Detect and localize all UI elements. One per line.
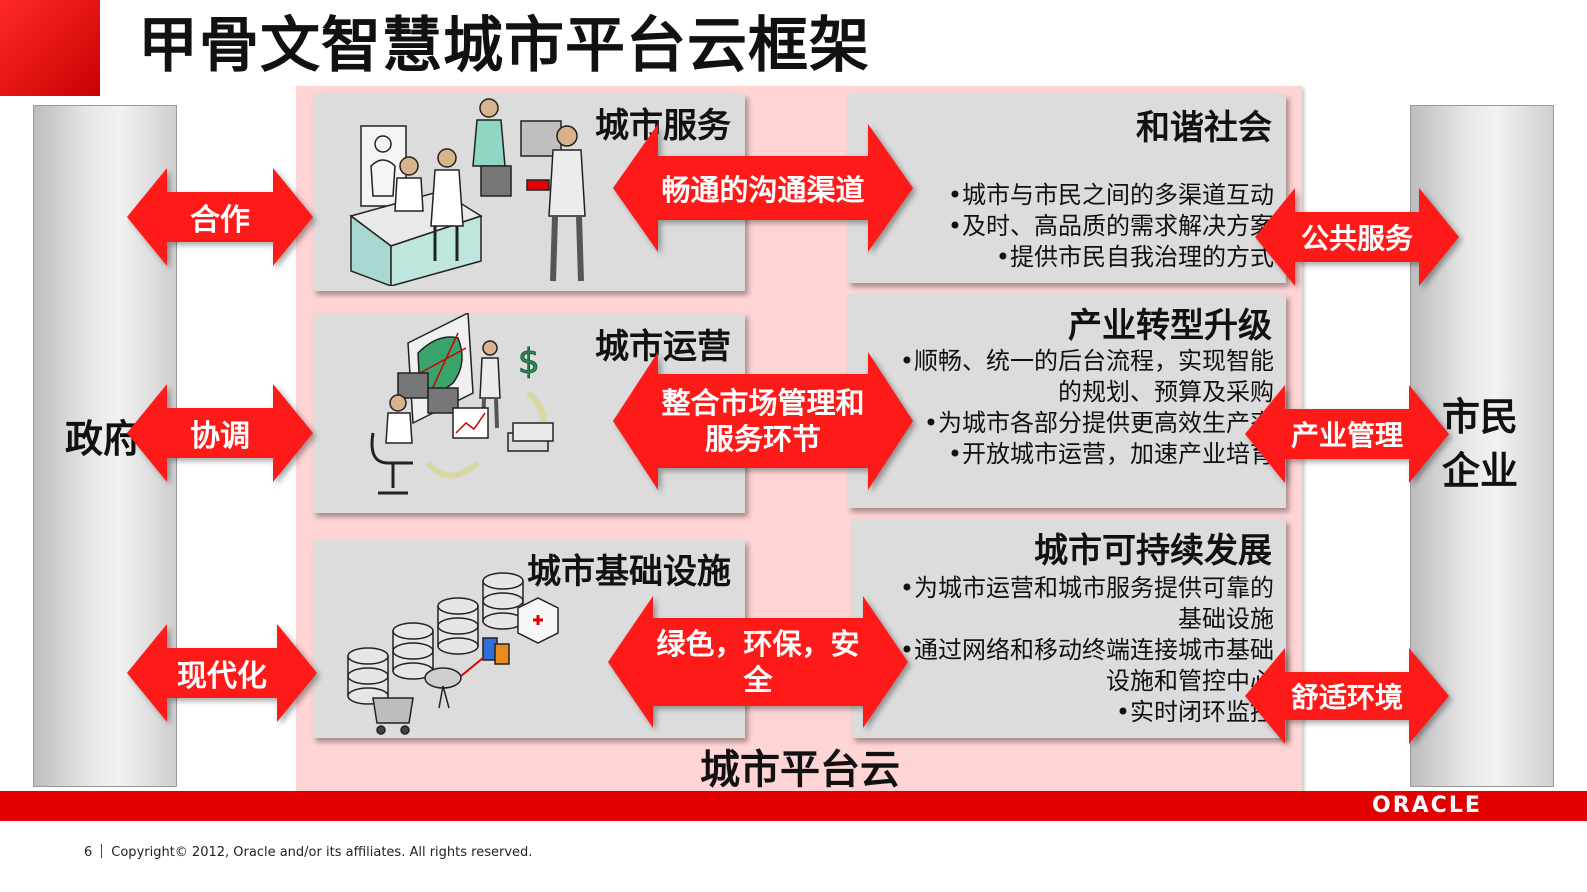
cooperation-label: 合作 bbox=[190, 203, 250, 238]
harmonious-society-panel: 和谐社会 •城市与市民之间的多渠道互动 •及时、高品质的需求解决方案 •提供市民… bbox=[848, 94, 1286, 283]
sustainable-development-title: 城市可持续发展 bbox=[1034, 531, 1272, 571]
bullet-line: •开放城市运营，加速产业培育 bbox=[947, 440, 1274, 468]
city-infrastructure-title: 城市基础设施 bbox=[527, 552, 731, 592]
city-operations-title: 城市运营 bbox=[595, 327, 731, 367]
double-arrow-icon bbox=[1255, 188, 1459, 286]
footer-red-band bbox=[0, 791, 1587, 821]
slide-footer: 6 Copyright© 2012, Oracle and/or its affi… bbox=[84, 844, 532, 860]
bullet-line: 设施和管控中心 bbox=[1106, 667, 1274, 695]
left-arrow-cooperation: 合作 bbox=[127, 168, 313, 266]
center-arrow-communication: 畅通的沟通渠道 bbox=[613, 124, 913, 252]
bullet-line: •实时闭环监控 bbox=[1115, 698, 1274, 726]
double-arrow-icon bbox=[1245, 385, 1449, 483]
footer-divider bbox=[101, 844, 103, 858]
green-safety-label: 绿色，环保，安全 bbox=[656, 627, 860, 697]
page-number: 6 bbox=[84, 845, 93, 860]
left-arrow-coordination: 协调 bbox=[127, 384, 313, 482]
city-service-title: 城市服务 bbox=[595, 106, 731, 146]
coordination-label: 协调 bbox=[190, 419, 250, 454]
government-label-line: 政府 bbox=[64, 417, 141, 461]
citizen-enterprise-label: 市民 企业 bbox=[1430, 390, 1530, 498]
harmonious-society-bullets: •城市与市民之间的多渠道互动 •及时、高品质的需求解决方案 •提供市民自我治理的… bbox=[948, 180, 1274, 273]
citizen-label-line: 市民 bbox=[1441, 395, 1518, 439]
bullet-line: •为城市各部分提供更高效生产率 bbox=[923, 409, 1274, 437]
bullet-line: 的规划、预算及采购 bbox=[1058, 378, 1274, 406]
industry-upgrade-bullets: •顺畅、统一的后台流程，实现智能 的规划、预算及采购 •为城市各部分提供更高效生… bbox=[900, 346, 1274, 470]
communication-channel-label: 畅通的沟通渠道 bbox=[661, 173, 865, 207]
city-operations-illustration-icon: $ bbox=[370, 313, 554, 495]
sustainable-development-bullets: •为城市运营和城市服务提供可靠的 基础设施 •通过网络和移动终端连接城市基础 设… bbox=[900, 573, 1274, 728]
center-arrow-integration: 整合市场管理和服务环节 bbox=[613, 352, 913, 490]
bullet-line: •城市与市民之间的多渠道互动 bbox=[947, 181, 1274, 209]
center-arrow-green: 绿色，环保，安全 bbox=[608, 596, 908, 728]
integration-label: 整合市场管理和服务环节 bbox=[661, 386, 865, 456]
comfortable-environment-label: 舒适环境 bbox=[1290, 681, 1403, 714]
svg-text:$: $ bbox=[518, 342, 540, 382]
double-arrow-icon bbox=[613, 124, 913, 252]
harmonious-society-title: 和谐社会 bbox=[1136, 108, 1272, 148]
bullet-line: •通过网络和移动终端连接城市基础 bbox=[899, 636, 1274, 664]
double-arrow-icon bbox=[127, 384, 313, 482]
copyright-text: Copyright© 2012, Oracle and/or its affil… bbox=[111, 845, 533, 860]
industry-upgrade-title: 产业转型升级 bbox=[1068, 306, 1272, 346]
bullet-line: •及时、高品质的需求解决方案 bbox=[947, 212, 1274, 240]
platform-cloud-label: 城市平台云 bbox=[700, 747, 900, 793]
government-label: 政府 bbox=[58, 412, 148, 466]
sustainable-development-panel: 城市可持续发展 •为城市运营和城市服务提供可靠的 基础设施 •通过网络和移动终端… bbox=[852, 519, 1286, 738]
office-illustration-icon bbox=[349, 98, 586, 286]
double-arrow-icon bbox=[127, 168, 313, 266]
double-arrow-icon bbox=[613, 352, 913, 490]
left-arrow-modernization: 现代化 bbox=[127, 624, 317, 722]
enterprise-label-line: 企业 bbox=[1441, 449, 1518, 493]
double-arrow-icon bbox=[608, 596, 908, 728]
header-accent-block bbox=[0, 0, 100, 96]
slide-title: 甲骨文智慧城市平台云框架 bbox=[138, 11, 870, 81]
oracle-logo: ORACLE bbox=[1372, 793, 1482, 818]
double-arrow-icon bbox=[127, 624, 317, 722]
industry-upgrade-panel: 产业转型升级 •顺畅、统一的后台流程，实现智能 的规划、预算及采购 •为城市各部… bbox=[848, 294, 1286, 508]
bullet-line: •为城市运营和城市服务提供可靠的 bbox=[899, 574, 1274, 602]
modernization-label: 现代化 bbox=[177, 659, 267, 694]
public-service-label: 公共服务 bbox=[1300, 222, 1413, 255]
datacenter-illustration-icon bbox=[347, 572, 559, 735]
right-arrow-industry-management: 产业管理 bbox=[1245, 385, 1449, 483]
right-arrow-comfortable-environment: 舒适环境 bbox=[1245, 648, 1449, 744]
bullet-line: 基础设施 bbox=[1178, 605, 1274, 633]
right-arrow-public-service: 公共服务 bbox=[1255, 188, 1459, 286]
industry-management-label: 产业管理 bbox=[1290, 419, 1403, 452]
bullet-line: •提供市民自我治理的方式 bbox=[995, 243, 1274, 271]
bullet-line: •顺畅、统一的后台流程，实现智能 bbox=[899, 347, 1274, 375]
double-arrow-icon bbox=[1245, 648, 1449, 744]
